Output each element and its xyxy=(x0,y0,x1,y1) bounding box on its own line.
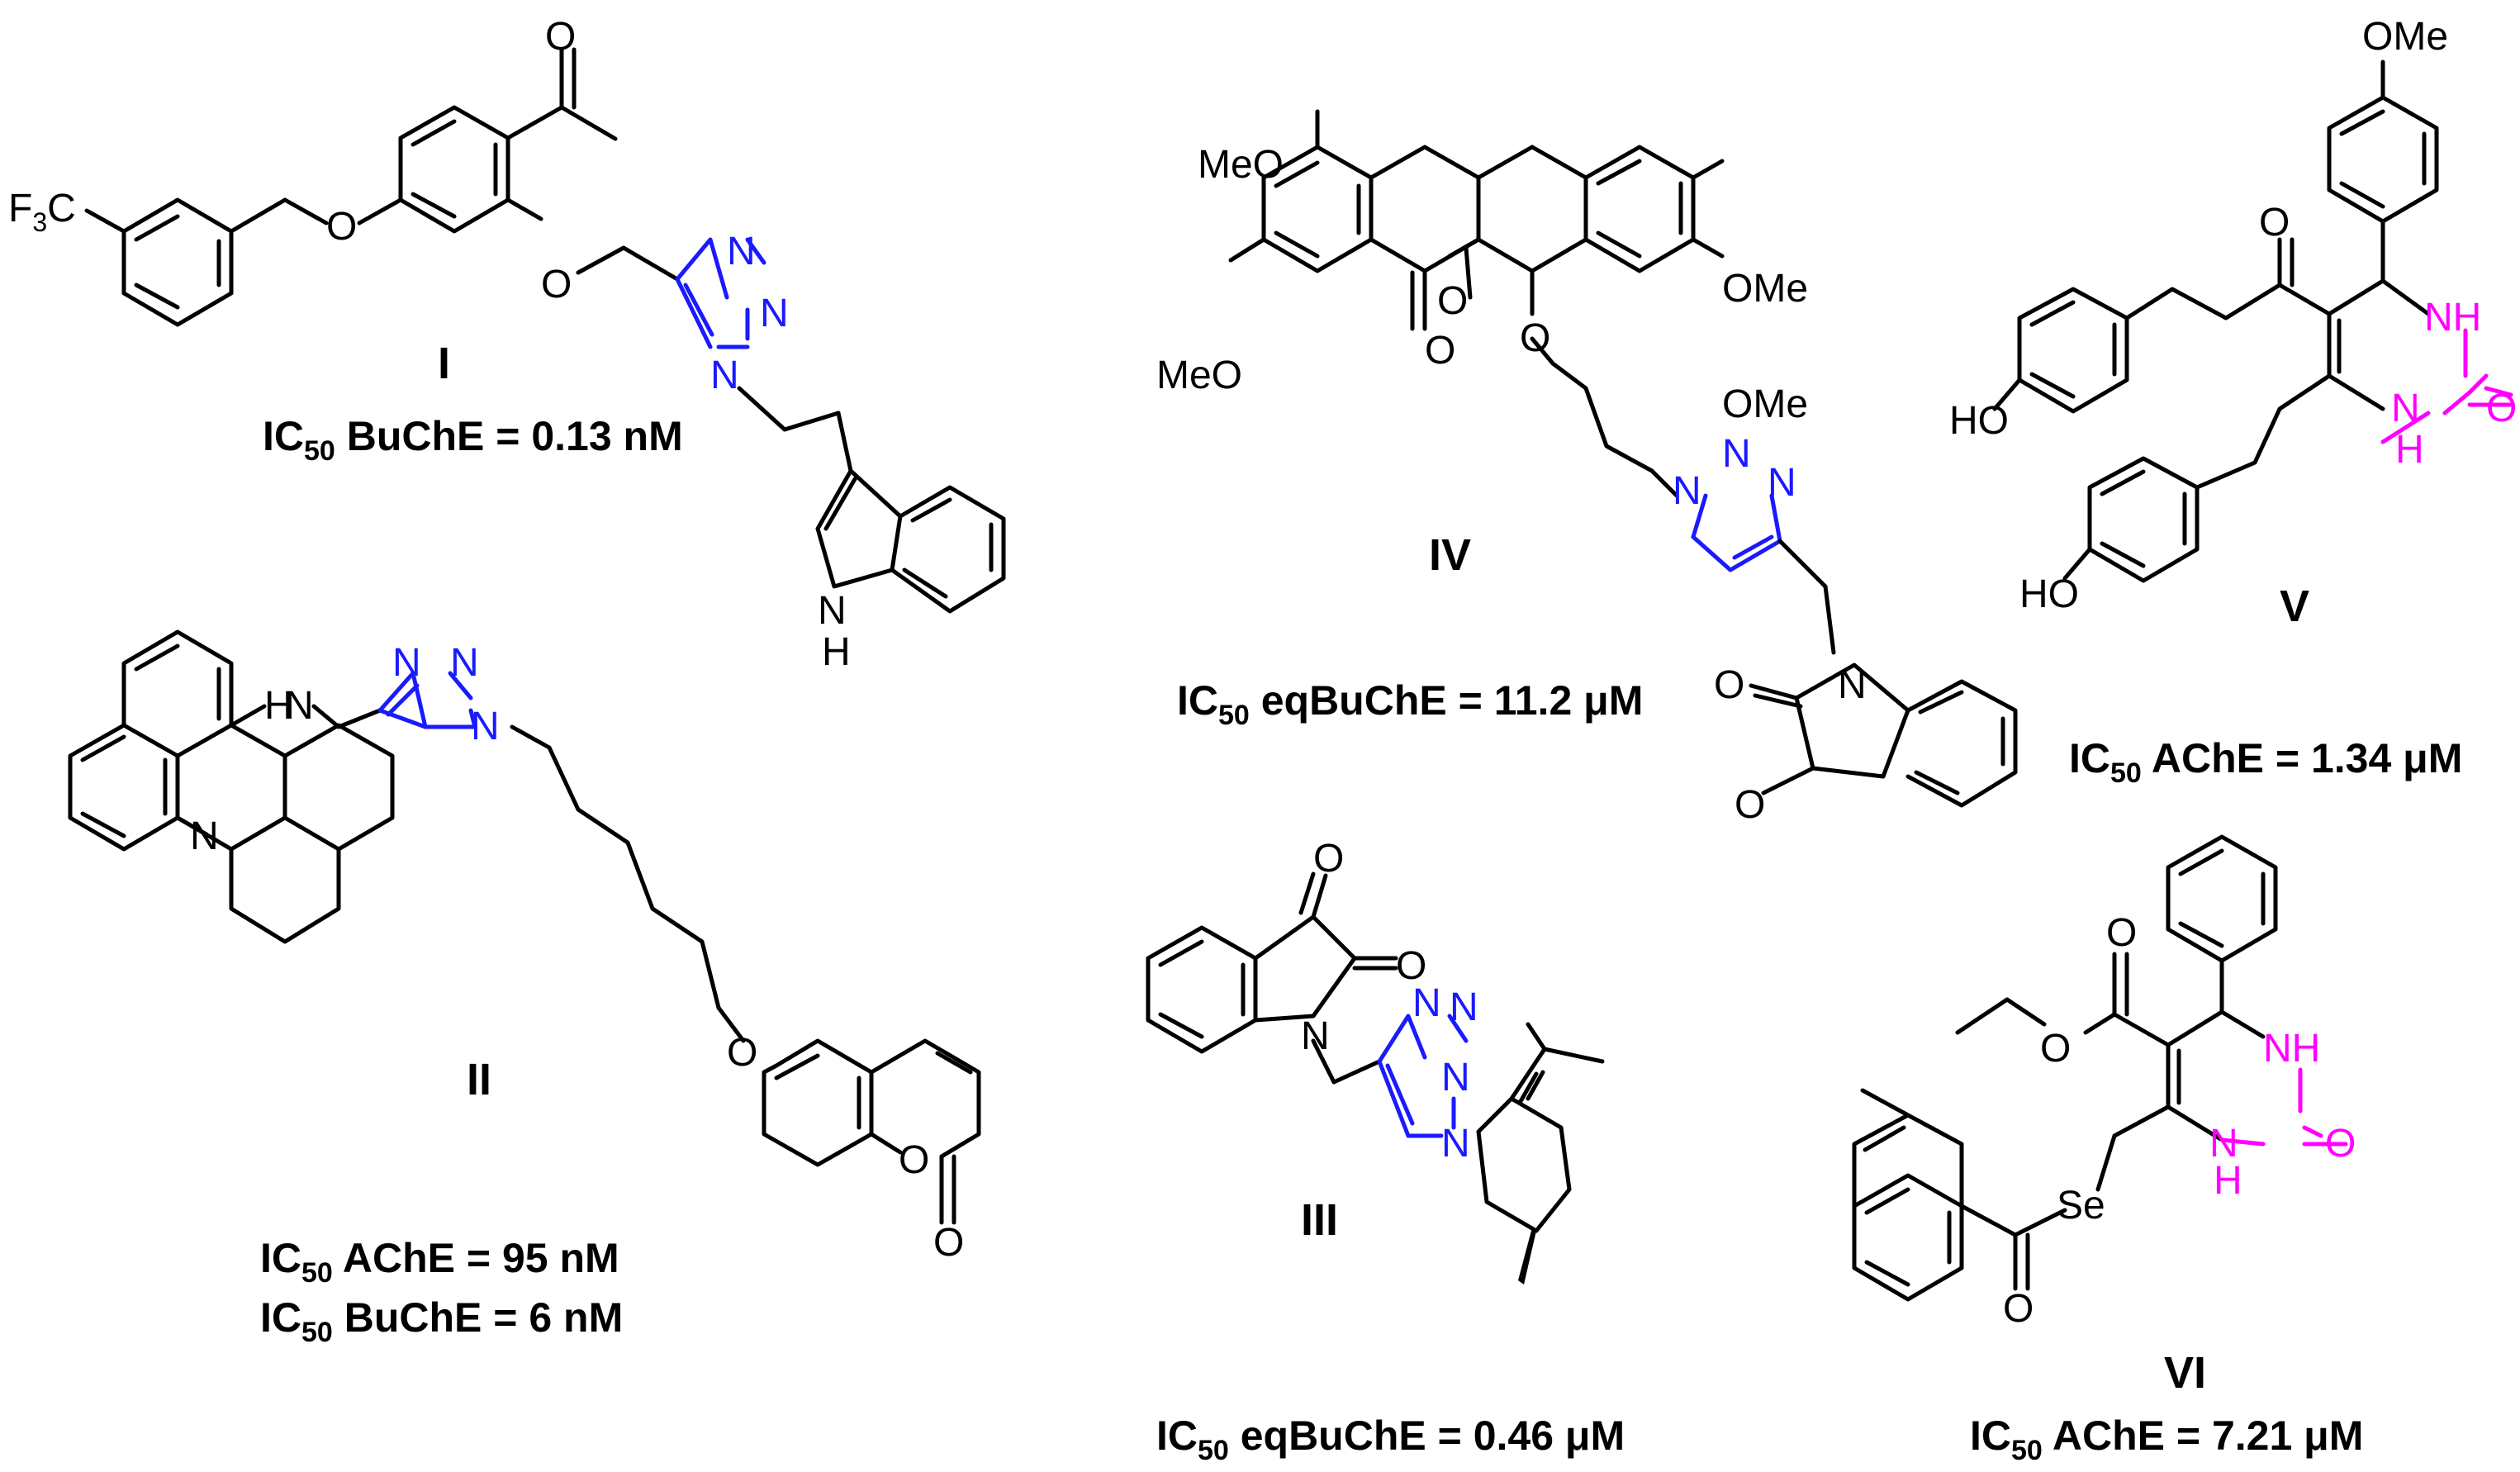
compound-V-structure xyxy=(1992,59,2513,583)
atom-N: N xyxy=(818,589,847,633)
atom-N: N xyxy=(1441,1056,1470,1099)
atom-O: O xyxy=(2259,201,2290,245)
atom-N: N xyxy=(190,814,219,858)
atom-O: O xyxy=(2040,1027,2071,1071)
compound-VI-structure xyxy=(1852,834,2348,1302)
atom-O: O xyxy=(541,263,572,306)
atom-OMe: OMe xyxy=(1722,382,1808,426)
atom-O: O xyxy=(545,15,576,59)
atom-O: O xyxy=(933,1221,964,1265)
atom-N: N xyxy=(1412,981,1441,1025)
atom-O: O xyxy=(1735,783,1765,827)
ic50-VI-ache: IC50 AChE = 7.21 μM xyxy=(1970,1413,2363,1466)
compound-I-structure xyxy=(84,47,1006,614)
ic50-I-bucHE: IC50 BuChE = 0.13 nM xyxy=(263,413,683,467)
atom-O: O xyxy=(1313,837,1344,881)
compound-label-III: III xyxy=(1301,1195,1338,1245)
ic50-II-ache: IC50 AChE = 95 nM xyxy=(260,1235,619,1289)
atom-H: H xyxy=(2395,428,2424,472)
ic50-V-ache: IC50 AChE = 1.34 μM xyxy=(2069,735,2462,789)
atom-N: N xyxy=(1450,985,1478,1029)
atom-O: O xyxy=(2106,911,2137,955)
atom-O: O xyxy=(2325,1122,2356,1166)
atom-NH: NH xyxy=(2263,1027,2320,1071)
atom-H: H xyxy=(2214,1159,2242,1203)
atom-O: O xyxy=(1396,944,1426,988)
atom-N: N xyxy=(2209,1122,2238,1166)
atom-N: N xyxy=(1722,432,1751,476)
atom-H: H xyxy=(264,684,293,728)
atom-O: O xyxy=(899,1138,929,1182)
atom-N: N xyxy=(1768,461,1796,505)
atom-N: N xyxy=(727,230,756,273)
atom-HO: HO xyxy=(1949,399,2009,443)
atom-N: N xyxy=(760,292,789,335)
atom-H: H xyxy=(822,630,851,674)
atom-NH: NH xyxy=(2424,296,2481,340)
atom-N: N xyxy=(1441,1122,1470,1166)
compound-label-I: I xyxy=(438,339,450,388)
compound-label-VI: VI xyxy=(2164,1348,2206,1398)
atom-O: O xyxy=(1437,279,1468,323)
atom-N: N xyxy=(285,684,314,728)
ic50-IV-eqbuche: IC50 eqBuChE = 11.2 μM xyxy=(1177,677,1643,731)
ic50-II-buche: IC50 BuChE = 6 nM xyxy=(260,1294,623,1348)
compound-IV-structure xyxy=(1228,109,2018,808)
compound-label-V: V xyxy=(2280,582,2309,631)
compound-label-IV: IV xyxy=(1429,530,1471,580)
atom-N: N xyxy=(2391,387,2420,430)
atom-O: O xyxy=(727,1031,757,1075)
atom-N: N xyxy=(471,705,500,748)
compound-label-II: II xyxy=(467,1055,491,1104)
ic50-III-eqbuche: IC50 eqBuChE = 0.46 μM xyxy=(1156,1413,1625,1466)
atom-Se: Se xyxy=(2057,1184,2105,1227)
atom-MeO: MeO xyxy=(1198,143,1284,187)
compound-II-structure xyxy=(68,629,981,1225)
atom-N: N xyxy=(1673,469,1701,513)
atom-N: N xyxy=(392,641,421,685)
atom-N: N xyxy=(450,641,479,685)
atom-O: O xyxy=(2486,387,2517,430)
atom-OMe: OMe xyxy=(2362,15,2448,59)
atom-N: N xyxy=(1301,1014,1330,1058)
atom-O: O xyxy=(326,205,357,249)
atom-N: N xyxy=(710,354,739,397)
atom-O: O xyxy=(1425,329,1455,373)
atom-O: O xyxy=(1520,316,1550,360)
atom-F3C: F3C xyxy=(8,187,76,237)
atom-O: O xyxy=(2003,1287,2034,1331)
atom-HO: HO xyxy=(2019,572,2079,616)
compound-III-structure xyxy=(1146,871,1605,1284)
atom-OMe: OMe xyxy=(1722,267,1808,311)
atom-O: O xyxy=(1714,663,1744,707)
atom-N: N xyxy=(1838,663,1867,707)
atom-MeO: MeO xyxy=(1156,354,1242,397)
